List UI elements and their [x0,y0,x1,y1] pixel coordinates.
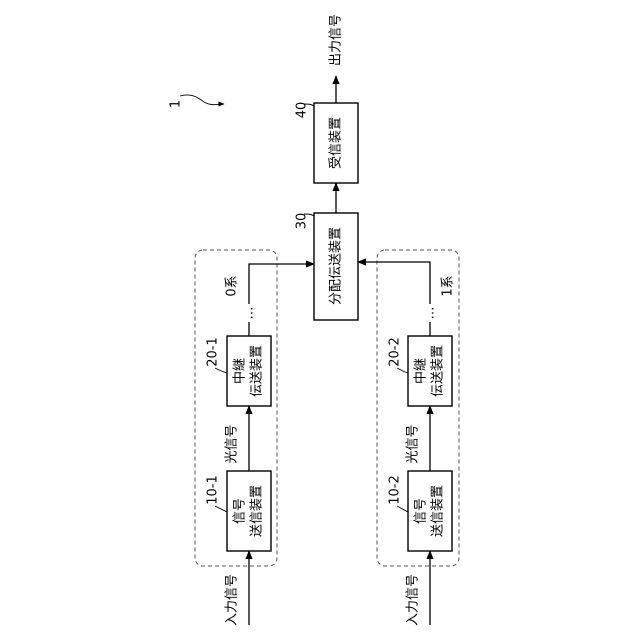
system1-relay-ref-leader [397,368,408,373]
system1-relay-ref: 20-2 [388,337,403,367]
distributor-label: 分配伝送装置 [329,227,344,305]
system1-relay-label-line1: 中継 [414,358,429,384]
system0-relay-ref: 20-1 [206,337,221,367]
system1-sender-label-line2: 送信装置 [431,485,446,537]
system1-sender-ref: 10-2 [388,475,403,505]
system1-sender-ref-leader [397,506,408,512]
system0-relay-ref-leader [215,368,227,373]
system-ref-arrow [180,95,224,105]
system1-label: 1系 [441,275,456,296]
system1-sender-label-line1: 信号 [414,498,429,524]
system0-to-distributor-arrow [249,264,314,304]
system0-optical-label: 光信号 [225,424,240,463]
system1-relay-label-line2: 伝送装置 [431,345,446,397]
system0-relay-label-line1: 中継 [233,358,248,384]
system1-to-distributor-arrow [358,262,430,304]
system0-relay-label-line2: 伝送装置 [250,345,265,397]
distributor-ref: 30 [295,213,310,230]
receiver-label: 受信装置 [329,117,344,169]
system1-optical-label: 光信号 [406,424,421,463]
system0-sender-ref-leader [215,506,227,512]
system1-ellipsis: … [423,307,438,320]
system-ref-label: 1 [169,100,184,108]
system0-label: 0系 [225,275,240,296]
system0-ellipsis: … [242,307,257,320]
output-signal-label: 出力信号 [329,14,344,66]
system0-sender-label-line2: 送信装置 [250,485,265,537]
system1-input-label: 入力信号 [406,574,421,626]
system0-sender-ref: 10-1 [206,475,221,505]
system0-sender-label-line1: 信号 [233,498,248,524]
system0-input-label: 入力信号 [225,574,240,626]
